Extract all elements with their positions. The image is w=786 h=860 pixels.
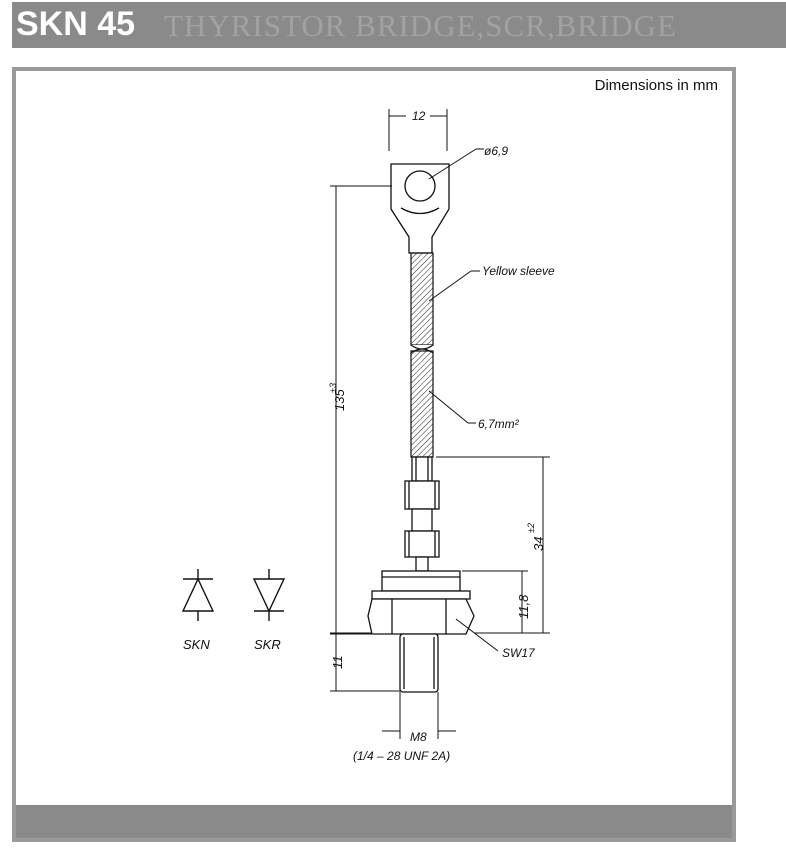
cross-section-leader bbox=[428, 390, 476, 424]
cross-section-label: 6,7mm² bbox=[478, 417, 520, 431]
wrench-label: SW17 bbox=[502, 646, 536, 660]
drawing-frame: Dimensions in mm 12 ø6,9 bbox=[12, 67, 736, 842]
height-hex-label: 11,8 bbox=[516, 594, 531, 619]
hole-dia-label: ø6,9 bbox=[484, 144, 508, 158]
cable-with-sleeve bbox=[410, 252, 434, 458]
thread-spec-label: (1/4 – 28 UNF 2A) bbox=[353, 749, 450, 763]
top-width-dimension bbox=[388, 109, 448, 151]
units-note: Dimensions in mm bbox=[594, 77, 718, 94]
length-total-label: 135 bbox=[332, 389, 347, 411]
sleeve-label: Yellow sleeve bbox=[482, 264, 555, 278]
title-watermark: THYRISTOR BRIDGE,SCR,BRIDGE bbox=[164, 8, 678, 43]
terminal-body bbox=[367, 456, 475, 693]
footer-bar bbox=[16, 805, 732, 838]
thread-dimension bbox=[382, 692, 456, 739]
lug-hole bbox=[404, 170, 436, 202]
width-top-label: 12 bbox=[412, 109, 426, 123]
length-stud-label: 34 bbox=[531, 537, 546, 551]
length-stud-tol: ±2 bbox=[526, 523, 536, 533]
length-total-dimension bbox=[330, 185, 392, 634]
skr-symbol-label: SKR bbox=[254, 637, 281, 652]
wrench-leader bbox=[455, 618, 499, 652]
hole-leader bbox=[428, 148, 484, 180]
skn-symbol-icon bbox=[181, 569, 215, 621]
skr-symbol-icon bbox=[252, 569, 286, 621]
page-title: SKN 45 bbox=[16, 5, 136, 43]
technical-drawing: 12 ø6,9 Yellow sleeve 6,7mm² bbox=[181, 109, 555, 763]
height-hex-dimension bbox=[462, 570, 528, 633]
cable-lug bbox=[390, 163, 450, 254]
length-total-tol: ±3 bbox=[328, 383, 338, 393]
thread-len-label: 11 bbox=[330, 656, 345, 670]
length-stud-dimension bbox=[436, 456, 550, 634]
skn-symbol-label: SKN bbox=[183, 637, 210, 652]
thread-label: M8 bbox=[410, 730, 427, 744]
title-bar: SKN 45 THYRISTOR BRIDGE,SCR,BRIDGE bbox=[12, 2, 786, 48]
thread-length-dimension bbox=[330, 633, 400, 692]
sleeve-leader bbox=[428, 270, 480, 302]
